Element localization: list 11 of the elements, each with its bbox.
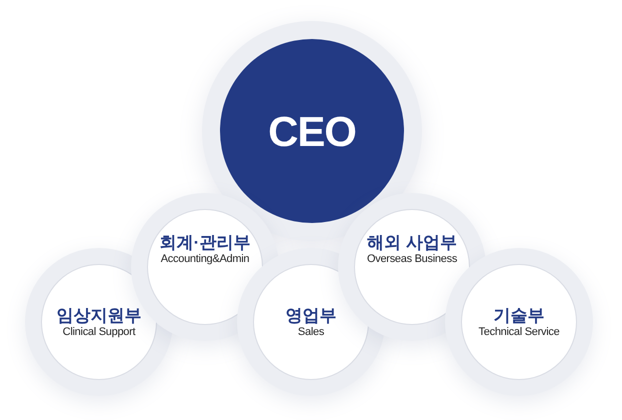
department-name: 임상지원부 (56, 304, 142, 326)
department-name: 회계·관리부 (160, 232, 250, 253)
english-name: Sales (298, 326, 324, 340)
english-name: Accounting&Admin (160, 252, 250, 266)
english-name: Technical Service (478, 326, 560, 340)
english-name: Clinical Support (62, 326, 136, 340)
department-name: 영업부 (286, 304, 336, 326)
title-text: CEO (268, 106, 356, 156)
department-name: 기술부 (493, 304, 544, 326)
english-name: Overseas Business (366, 252, 458, 266)
department-name: 해외 사업부 (367, 232, 457, 253)
